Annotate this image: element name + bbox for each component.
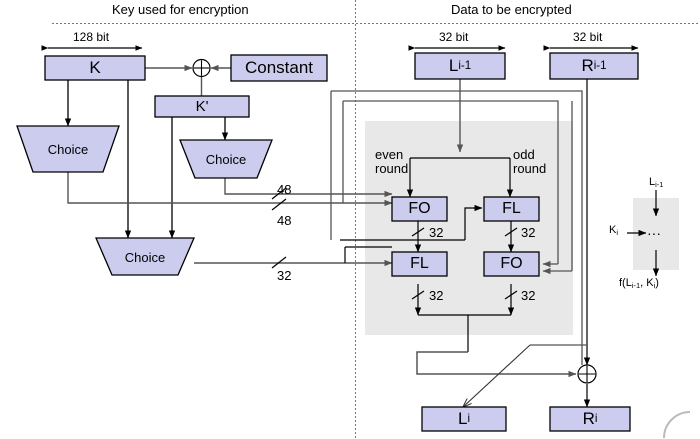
label-even-round: even round (375, 147, 409, 176)
box-lin (414, 52, 506, 80)
bus-slash-32 (271, 256, 287, 269)
box-lout (421, 406, 507, 432)
bus-slash-48a (271, 187, 287, 200)
wire-feedback-inner-top (343, 100, 559, 264)
tick-slash-fl-even (411, 290, 425, 300)
box-rout (549, 406, 631, 432)
label-32bit-right: 32 bit (573, 30, 603, 44)
label-128bit: 128 bit (73, 30, 110, 44)
legend-input-label: Li-1 (649, 176, 664, 190)
label-32bit-left: 32 bit (439, 30, 469, 44)
shape-choice-2 (179, 139, 273, 179)
wire-round-to-xor (416, 351, 577, 378)
label-tick-fo-odd: 32 (521, 288, 536, 303)
label-bus-48-a: 48 (277, 182, 292, 197)
corner-arc (663, 411, 691, 439)
label-tick-fo-even: 32 (429, 225, 444, 240)
bus-slash-48b (271, 198, 287, 211)
label-bus-32: 32 (277, 268, 292, 283)
legend-body-label: ··· (647, 225, 661, 241)
box-fl-odd (483, 196, 540, 222)
label-tick-fl-even: 32 (429, 288, 444, 303)
wire-choice1-to-fo (67, 172, 393, 207)
box-fo-odd (483, 251, 540, 277)
wire-feedback-outer-top (331, 90, 583, 365)
legend-output-label: f(Li-1, Ki) (619, 277, 659, 291)
title-key-side: Key used for encryption (112, 2, 249, 17)
legend-key-label: Ki (609, 224, 619, 238)
wire-choice2-to-fo (224, 178, 393, 198)
box-k (44, 55, 146, 81)
shape-choice-1 (16, 125, 120, 173)
wire-rin-to-lout (463, 344, 531, 407)
label-odd-round: odd round (513, 147, 547, 176)
tick-slash-fo-even (411, 227, 425, 237)
label-bus-48-b: 48 (277, 213, 292, 228)
box-constant (230, 54, 328, 82)
shape-choice-3 (95, 237, 195, 276)
wire-fo-even-tap-to-fl-odd (464, 204, 483, 240)
tick-slash-fl-odd (504, 227, 518, 237)
round-function-panel (365, 121, 573, 335)
box-kprime (154, 95, 250, 118)
box-fo-even (391, 196, 448, 222)
tick-slash-fo-odd (504, 290, 518, 300)
label-tick-fl-odd: 32 (521, 225, 536, 240)
title-data-side: Data to be encrypted (451, 2, 572, 17)
box-rin (549, 52, 639, 80)
box-fl-even (391, 251, 448, 277)
